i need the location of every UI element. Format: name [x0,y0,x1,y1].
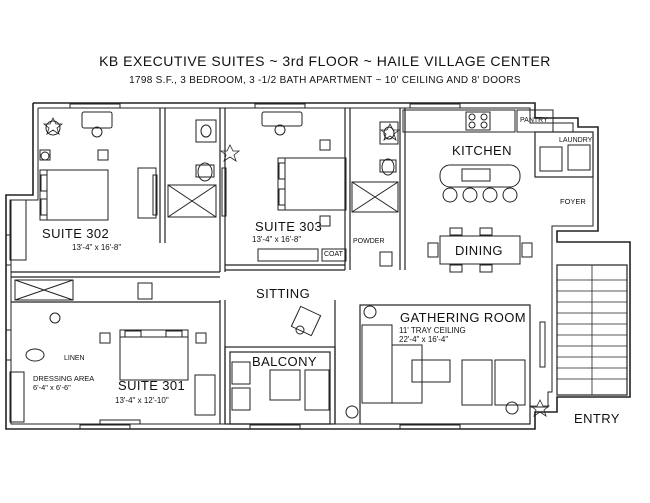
laundry-label: LAUNDRY [559,137,593,144]
plan-subtitle: 1798 S.F., 3 BEDROOM, 3 -1/2 BATH APARTM… [129,75,521,86]
sitting-furniture [290,305,322,337]
interior-walls [11,108,628,425]
windows [5,103,461,430]
gathering-furniture [345,305,546,419]
dressing-area-dims: 6'-4" x 6'-6" [33,383,71,392]
dining-label: DINING [455,243,503,258]
kitchen-fixtures [402,109,591,203]
coat-label: COAT [324,251,343,258]
suite-303-label: SUITE 303 [255,219,323,234]
suite-301-furniture [9,279,216,425]
balcony-label: BALCONY [252,354,317,369]
balcony-furniture [231,361,330,411]
foyer-label: FOYER [560,197,586,206]
plant-icons [42,117,551,417]
suite-302-label: SUITE 302 [42,226,110,241]
suite-302-dims: 13'-4" x 16'-8" [72,243,122,252]
suite-302-furniture [9,111,157,261]
gathering-ceiling-note: 11' TRAY CEILING [399,326,466,335]
dressing-area-label: DRESSING AREA [33,374,95,383]
suite-301-label: SUITE 301 [118,378,186,393]
entry-label: ENTRY [574,411,620,426]
plan-title: KB EXECUTIVE SUITES ~ 3rd FLOOR ~ HAILE … [99,53,551,69]
dining-table [427,227,533,273]
sitting-label: SITTING [256,286,311,301]
suite-301-dims: 13'-4" x 12'-10" [115,396,169,405]
shared-bath [152,119,227,218]
pantry-label: PANTRY [520,117,548,124]
exterior-walls [5,102,631,430]
linen-label: LINEN [64,355,85,362]
powder-label: POWDER [353,238,385,245]
gathering-room-dims: 22'-4" x 16'-4" [399,335,449,344]
gathering-room-label: GATHERING ROOM [400,310,526,325]
suite-303-furniture [257,111,399,267]
staircase [557,265,627,395]
kitchen-label: KITCHEN [452,143,512,158]
suite-303-dims: 13'-4" x 16'-8" [252,235,302,244]
